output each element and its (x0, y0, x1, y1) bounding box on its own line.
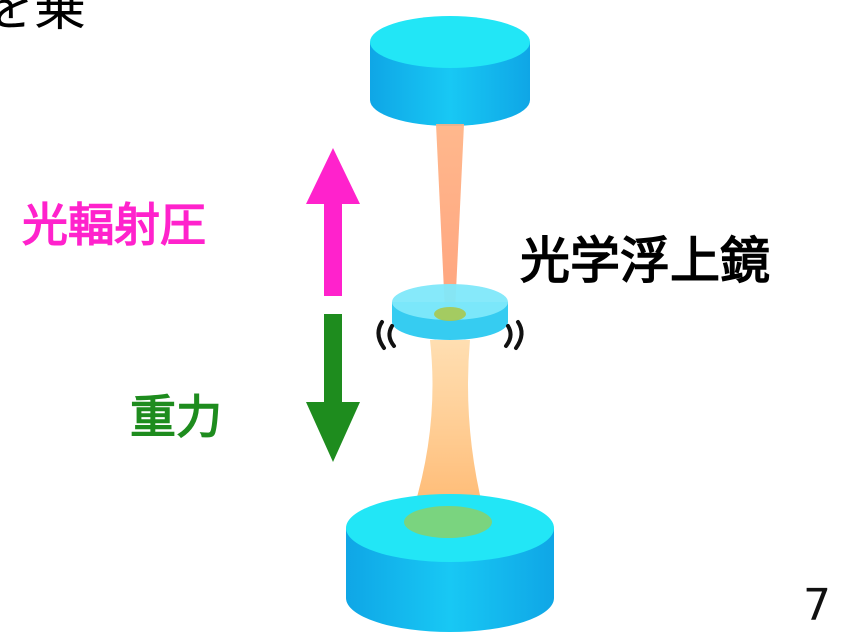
title-fragment: を乗 (0, 0, 87, 38)
levitated-mirror (392, 284, 508, 340)
down-arrow-icon (306, 314, 360, 462)
lower-laser-beam (410, 340, 486, 520)
top-mirror (370, 16, 530, 126)
page-number: 7 (803, 580, 831, 631)
levitated-mirror-label: 光学浮上鏡 (520, 232, 770, 290)
up-arrow-icon (306, 148, 360, 296)
radiation-pressure-label: 光輻射圧 (22, 198, 206, 252)
vibration-icon (376, 320, 524, 350)
upper-laser-beam (436, 124, 464, 312)
bottom-mirror (346, 494, 554, 632)
gravity-label: 重力 (130, 390, 222, 444)
